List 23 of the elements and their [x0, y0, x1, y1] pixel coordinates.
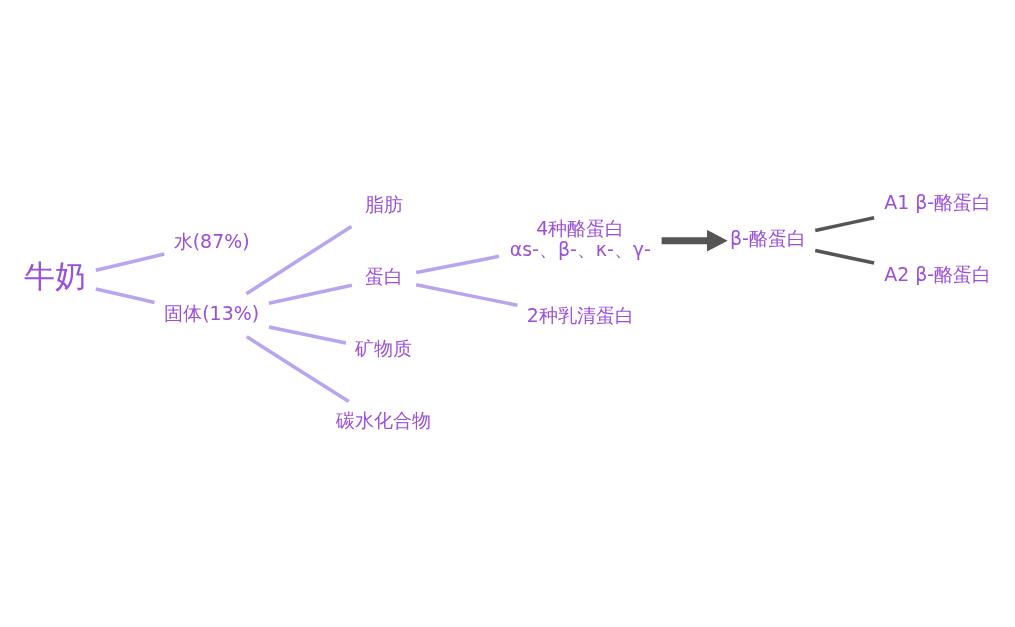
connector: [268, 325, 347, 345]
node-text: 4种酪蛋白 αs-、β-、κ-、γ-: [509, 216, 651, 260]
connector: [95, 252, 165, 273]
node-text: 矿物质: [355, 337, 413, 360]
node-text: A2 β-酪蛋白: [884, 262, 992, 285]
connector: [415, 254, 500, 275]
connector: [95, 287, 155, 305]
node-text: 水(87%): [173, 229, 250, 252]
node-text: 碳水化合物: [336, 409, 432, 432]
node-text: 脂肪: [364, 192, 403, 215]
connector: [245, 224, 353, 296]
connector: [814, 248, 875, 265]
arrow: [661, 229, 728, 252]
node-text: 蛋白: [364, 265, 403, 288]
node-text: A1 β-酪蛋白: [884, 190, 992, 213]
connector: [245, 335, 350, 403]
node-text: β-酪蛋白: [729, 227, 806, 250]
node-text: 固体(13%): [164, 301, 260, 324]
node-text: 牛奶: [23, 258, 86, 295]
connector: [268, 283, 353, 305]
connector: [814, 215, 875, 233]
connector: [415, 283, 518, 307]
node-text: 2种乳清蛋白: [526, 304, 634, 327]
